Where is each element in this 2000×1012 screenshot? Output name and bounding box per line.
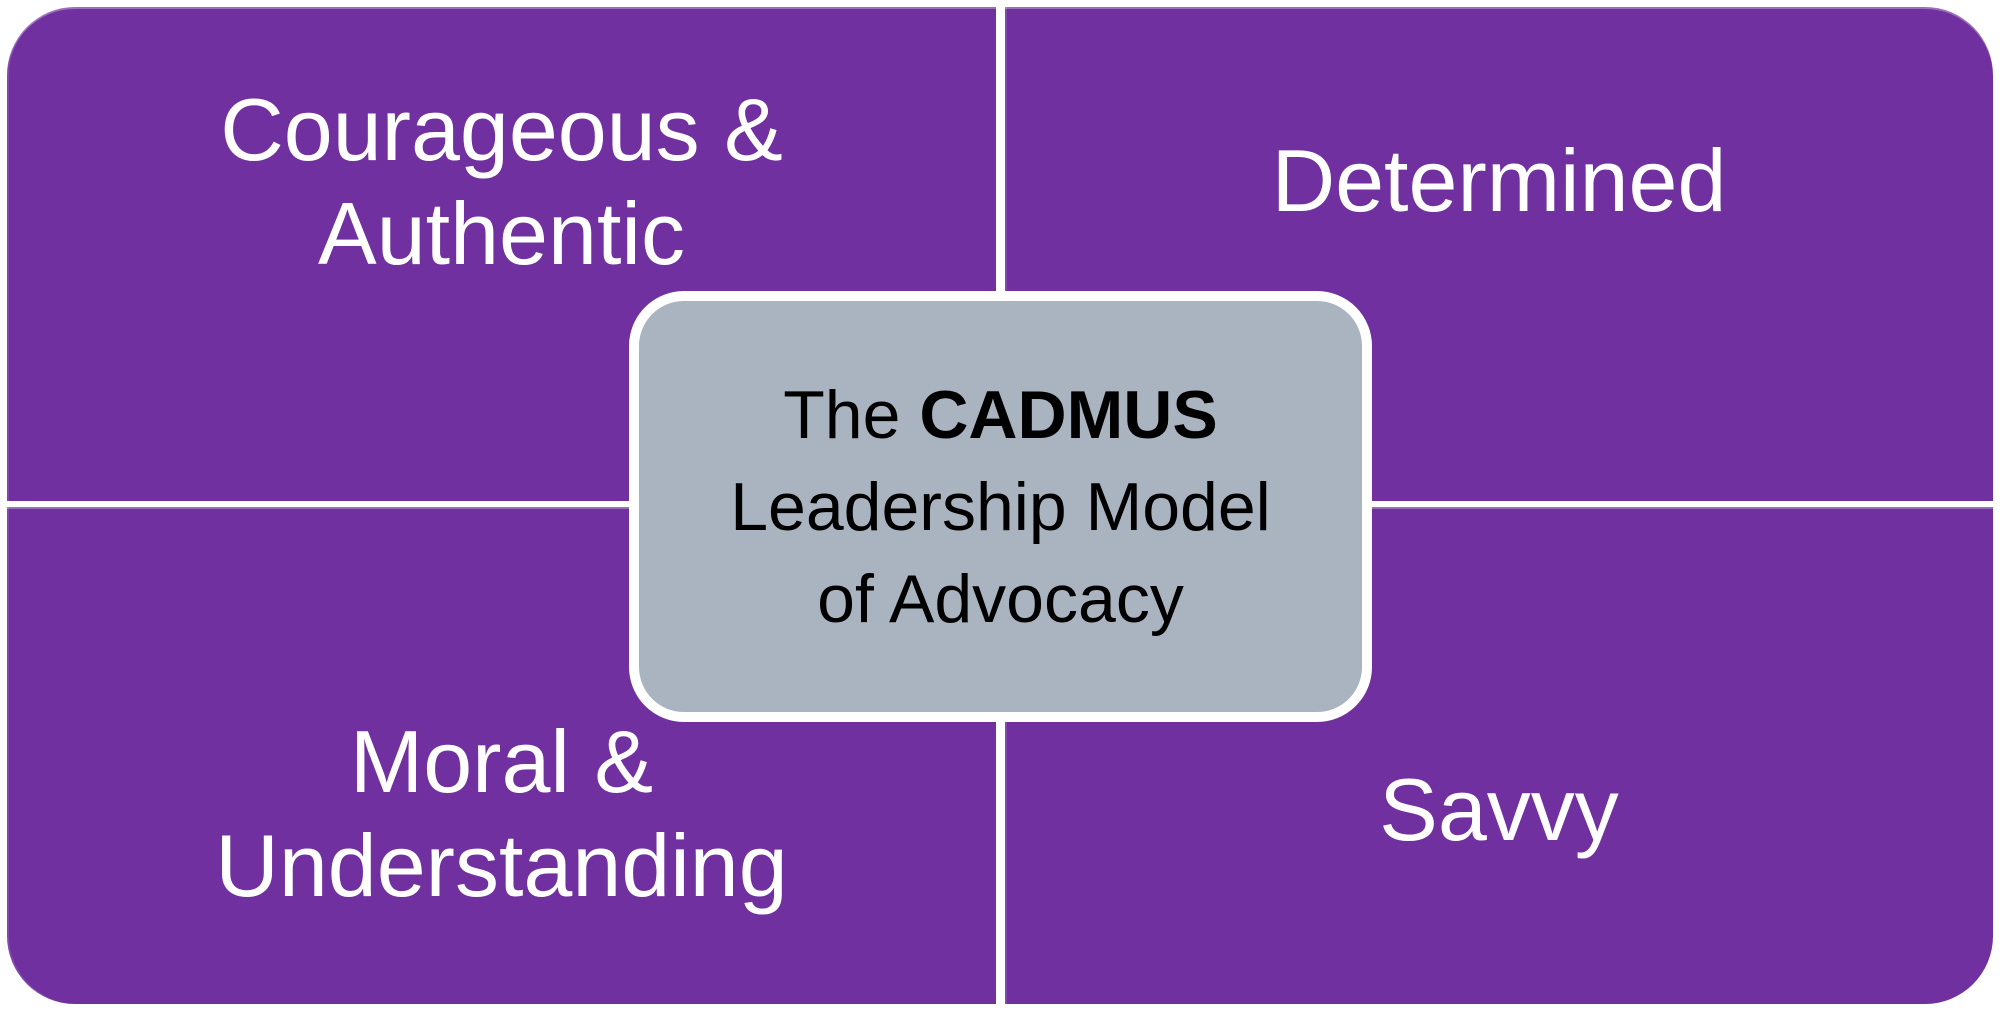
quadrant-label-moral-understanding: Moral & Understanding <box>7 710 996 918</box>
quadrant-label-determined: Determined <box>1005 129 1993 233</box>
center-title-acronym: CADMUS <box>919 376 1218 453</box>
quadrant-label-line: Savvy <box>1379 760 1619 859</box>
quadrant-label-line: Authentic <box>318 184 685 283</box>
quadrant-label-line: Courageous & <box>220 80 783 179</box>
center-title-line-1: The CADMUS <box>783 369 1218 461</box>
quadrant-moral-understanding: Moral & Understanding <box>7 507 996 1004</box>
center-title-prefix: The <box>783 376 920 453</box>
quadrant-label-line: Determined <box>1271 131 1727 230</box>
quadrant-label-savvy: Savvy <box>1005 758 1993 862</box>
center-title-line-2: Leadership Model <box>730 468 1271 545</box>
quadrant-label-line: Moral & <box>349 712 654 811</box>
center-title-line-3: of Advocacy <box>817 560 1184 637</box>
center-title-box: The CADMUS Leadership Model of Advocacy <box>629 291 1372 722</box>
quadrant-courageous-authentic: Courageous & Authentic <box>7 7 996 501</box>
quadrant-label-courageous-authentic: Courageous & Authentic <box>7 78 996 286</box>
quadrant-label-line: Understanding <box>215 816 788 915</box>
